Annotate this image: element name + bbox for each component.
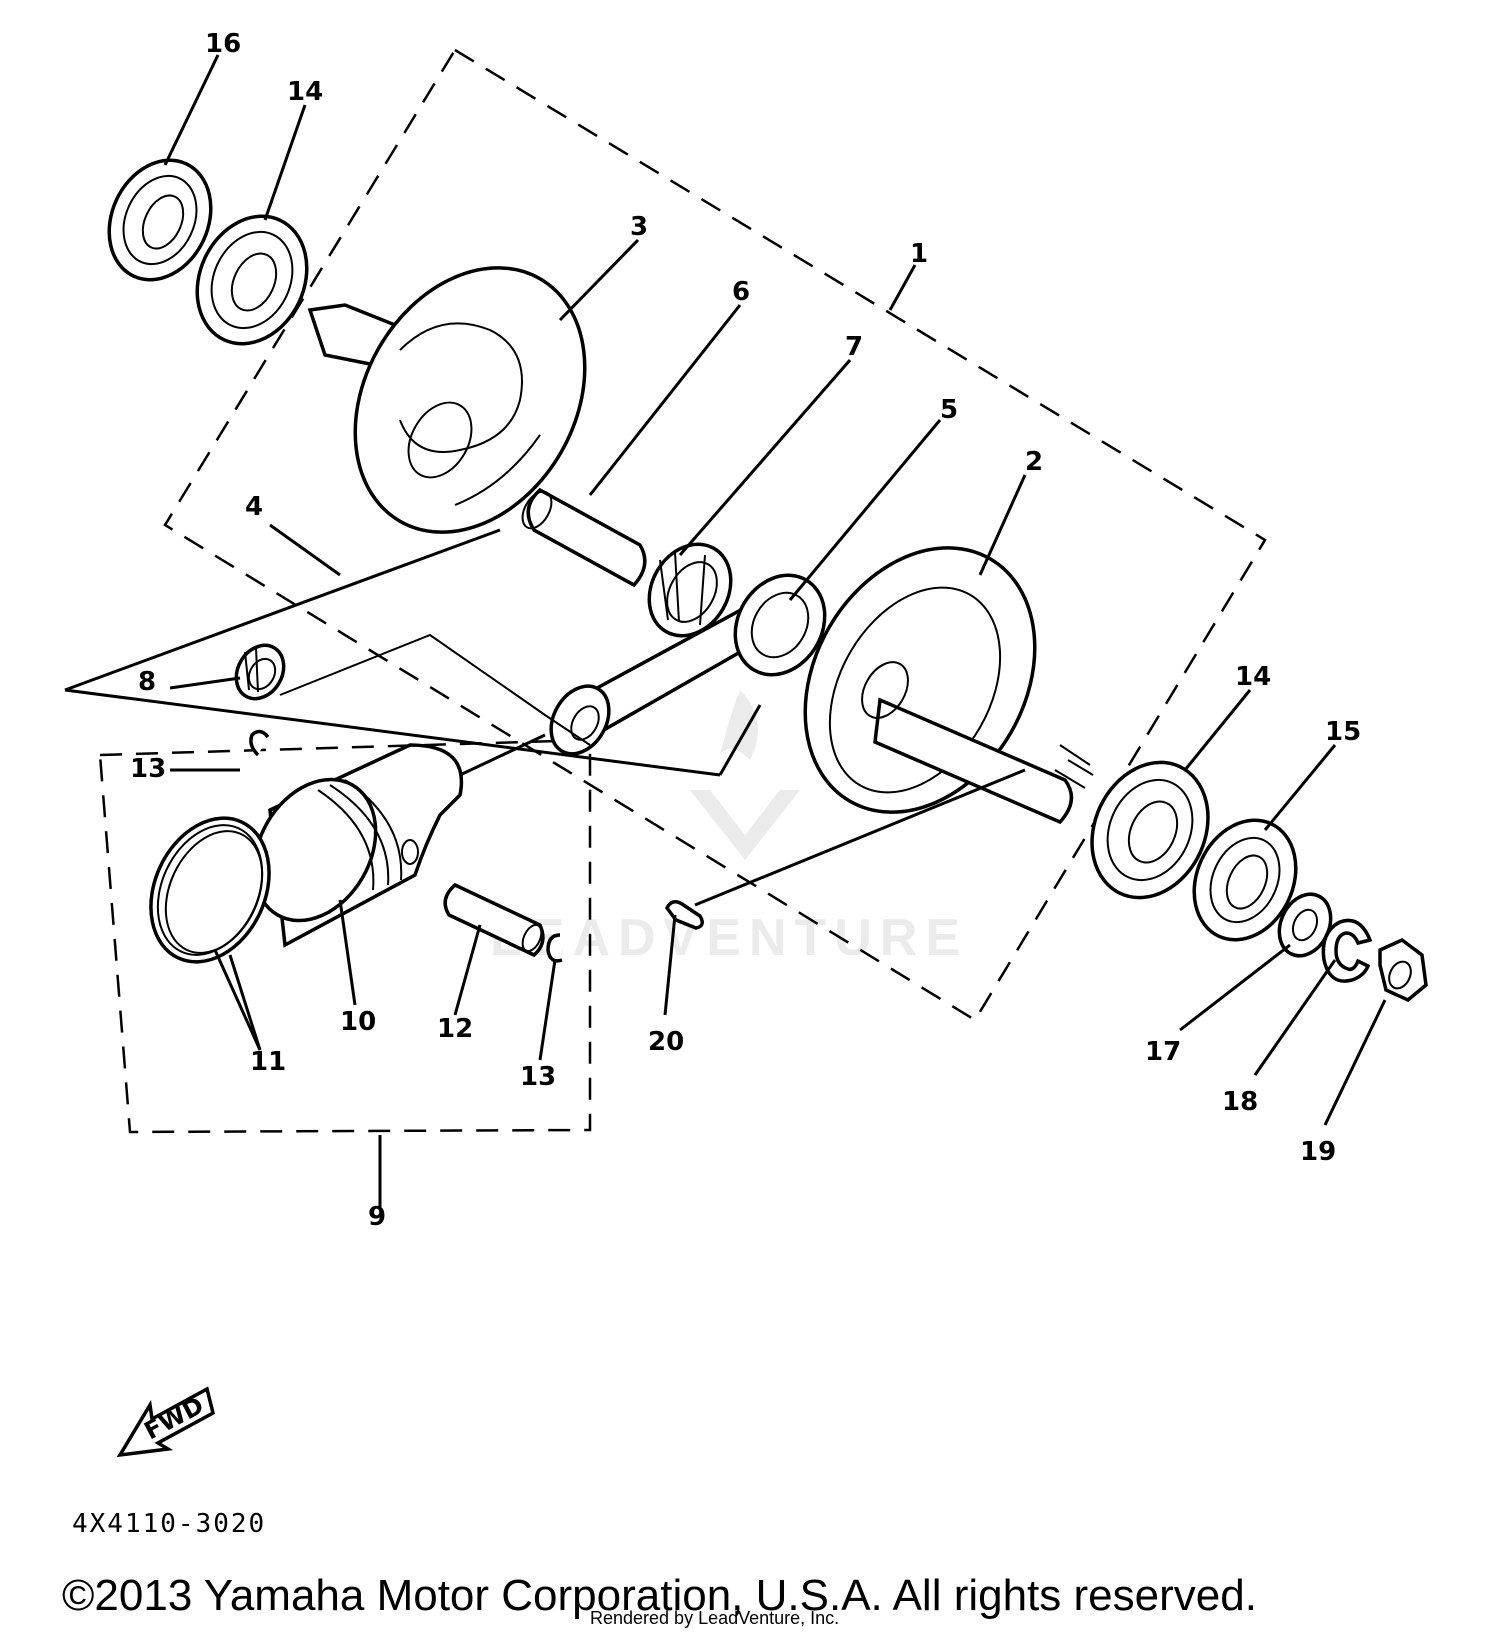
callout-7: 7 (845, 332, 863, 362)
callout-16: 16 (205, 29, 241, 59)
crank-left-half-3 (307, 266, 587, 534)
piston-10 (252, 743, 464, 948)
leader-lines (64, 54, 1387, 1126)
callout-14-lower: 14 (1235, 662, 1271, 692)
callout-3: 3 (630, 212, 648, 242)
oil-seal-15 (1192, 818, 1298, 942)
needle-bearing-7 (647, 542, 733, 638)
callout-13-upper: 13 (130, 754, 166, 784)
callout-8: 8 (138, 667, 156, 697)
callout-13-lower: 13 (520, 1062, 556, 1092)
rendered-by-text: Rendered by LeadVenture, Inc. (590, 1608, 839, 1628)
callout-12: 12 (437, 1014, 473, 1044)
fwd-arrow-icon: FWD (116, 1386, 216, 1458)
callout-11: 11 (250, 1047, 286, 1077)
callout-1: 1 (910, 239, 928, 269)
bearing-14-lower (1090, 760, 1210, 900)
callout-6: 6 (732, 277, 750, 307)
callout-14-upper: 14 (287, 77, 323, 107)
lock-washer-18 (1321, 918, 1373, 983)
key-20 (664, 900, 704, 930)
callout-5: 5 (940, 395, 958, 425)
callout-18: 18 (1222, 1087, 1258, 1117)
callout-17: 17 (1145, 1037, 1181, 1067)
piston-pin-clip-13-upper (249, 729, 270, 757)
piston-rings-11 (149, 816, 271, 964)
callout-20: 20 (648, 1027, 684, 1057)
watermark-text: LEADVENTURE (490, 909, 968, 967)
callout-4: 4 (245, 492, 263, 522)
callout-15: 15 (1325, 717, 1361, 747)
callouts: 16 14 3 1 6 7 5 2 4 8 13 14 15 10 11 12 … (130, 29, 1361, 1232)
leadventure-watermark: LEADVENTURE (490, 690, 968, 967)
oil-seal-16 (107, 158, 213, 282)
crank-pin-6 (521, 487, 647, 588)
copyright-text: ©2013 Yamaha Motor Corporation, U.S.A. A… (62, 1571, 1257, 1620)
nut-19 (1378, 937, 1428, 1003)
crankshaft-assembly-outline (163, 48, 1267, 1022)
piston-pin-clip-13-lower (546, 933, 563, 963)
callout-10: 10 (340, 1007, 376, 1037)
diagram-code: 4X4110-3020 (72, 1509, 266, 1539)
callout-9: 9 (368, 1202, 386, 1232)
crank-right-half-2 (803, 546, 1094, 825)
bearing-14-upper (195, 214, 309, 346)
fwd-label: FWD (140, 1391, 209, 1445)
callout-19: 19 (1300, 1137, 1336, 1167)
callout-2: 2 (1025, 447, 1043, 477)
piston-pin-12 (443, 882, 545, 958)
small-end-bearing-8 (234, 643, 286, 701)
